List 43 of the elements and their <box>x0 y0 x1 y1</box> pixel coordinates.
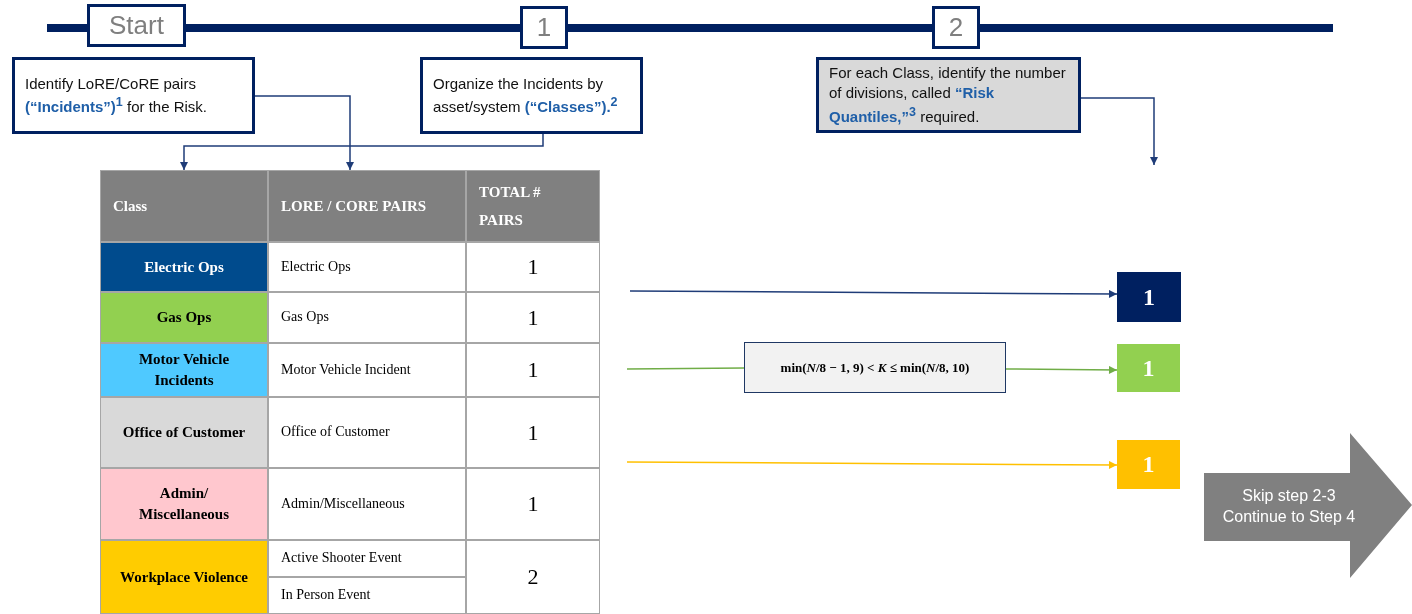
timeline-bar <box>186 24 520 32</box>
class-cell: Motor Vehicle Incidents <box>100 343 268 397</box>
table-cell: Admin/Miscellaneous <box>268 468 466 540</box>
table-cell: 1 <box>466 292 600 343</box>
table-cell: Motor Vehicle Incident <box>268 343 466 397</box>
instruction-box: Organize the Incidents by asset/system (“Classes”).$^{2}$ <box>420 57 643 134</box>
table-cell: 1 <box>466 468 600 540</box>
table-cell: In Person Event <box>268 577 466 614</box>
class-cell: Office of Customer <box>100 397 268 468</box>
table-cell: Gas Ops <box>268 292 466 343</box>
count-box: 1 <box>1117 272 1181 322</box>
table-header: LORE / CORE PAIRS <box>268 170 466 242</box>
arrow <box>626 460 1118 469</box>
skip-arrow <box>1204 433 1412 578</box>
connector-line <box>626 367 745 370</box>
table-cell: Active Shooter Event <box>268 540 466 577</box>
count-box: 1 <box>1117 344 1180 392</box>
step-marker: 2 <box>932 6 980 49</box>
skip-text: Skip step 2-3 Continue to Step 4 <box>1221 486 1357 527</box>
instruction-box: Identify LoRE/CoRE pairs (“Incidents”)$^{1}$ for the Risk. <box>12 57 255 134</box>
step-marker: 1 <box>520 6 568 49</box>
timeline-bar <box>568 24 932 32</box>
formula-box: min(N/8 − 1, 9) < K ≤ min(N/8, 10) <box>744 342 1006 393</box>
arrow <box>180 133 544 171</box>
table-header: TOTAL # PAIRS <box>466 170 600 242</box>
table-cell: 1 <box>466 343 600 397</box>
arrow <box>1080 97 1158 166</box>
class-cell: Gas Ops <box>100 292 268 343</box>
class-cell: Admin/ Miscellaneous <box>100 468 268 540</box>
class-cell: Workplace Violence <box>100 540 268 614</box>
arrow <box>629 289 1118 298</box>
table-cell: Electric Ops <box>268 242 466 292</box>
class-cell: Electric Ops <box>100 242 268 292</box>
table-header: Class <box>100 170 268 242</box>
table-cell: 2 <box>466 540 600 614</box>
arrow <box>254 95 354 171</box>
step-marker: Start <box>87 4 186 47</box>
arrow <box>1005 365 1118 374</box>
table-cell: Office of Customer <box>268 397 466 468</box>
table-cell: 1 <box>466 242 600 292</box>
count-box: 1 <box>1117 440 1180 489</box>
instruction-box: For each Class, identify the number of divisions, called “Risk Quantiles,”$^{3}$ required. <box>816 57 1081 133</box>
table-cell: 1 <box>466 397 600 468</box>
